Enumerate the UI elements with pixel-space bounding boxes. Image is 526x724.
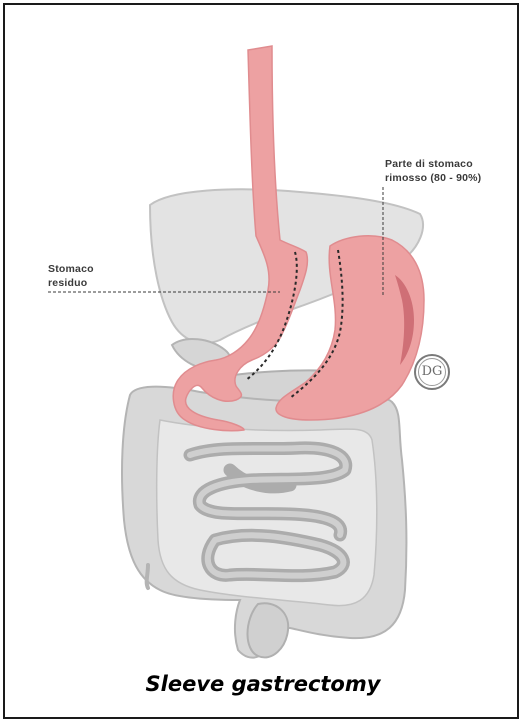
removed-stomach-label: Parte di stomaco rimosso (80 - 90%) (385, 157, 525, 185)
removed-label-line1: Parte di stomaco (385, 157, 525, 171)
residual-label-line2: residuo (48, 276, 138, 290)
appendix-shape (147, 565, 148, 588)
dg-logo-text: DG (418, 363, 446, 381)
removed-label-line2: rimosso (80 - 90%) (385, 171, 525, 185)
residual-stomach-label: Stomaco residuo (48, 262, 138, 290)
rectum-shape (248, 603, 289, 657)
residual-label-line1: Stomaco (48, 262, 138, 276)
figure-caption: Sleeve gastrectomy (0, 672, 526, 696)
